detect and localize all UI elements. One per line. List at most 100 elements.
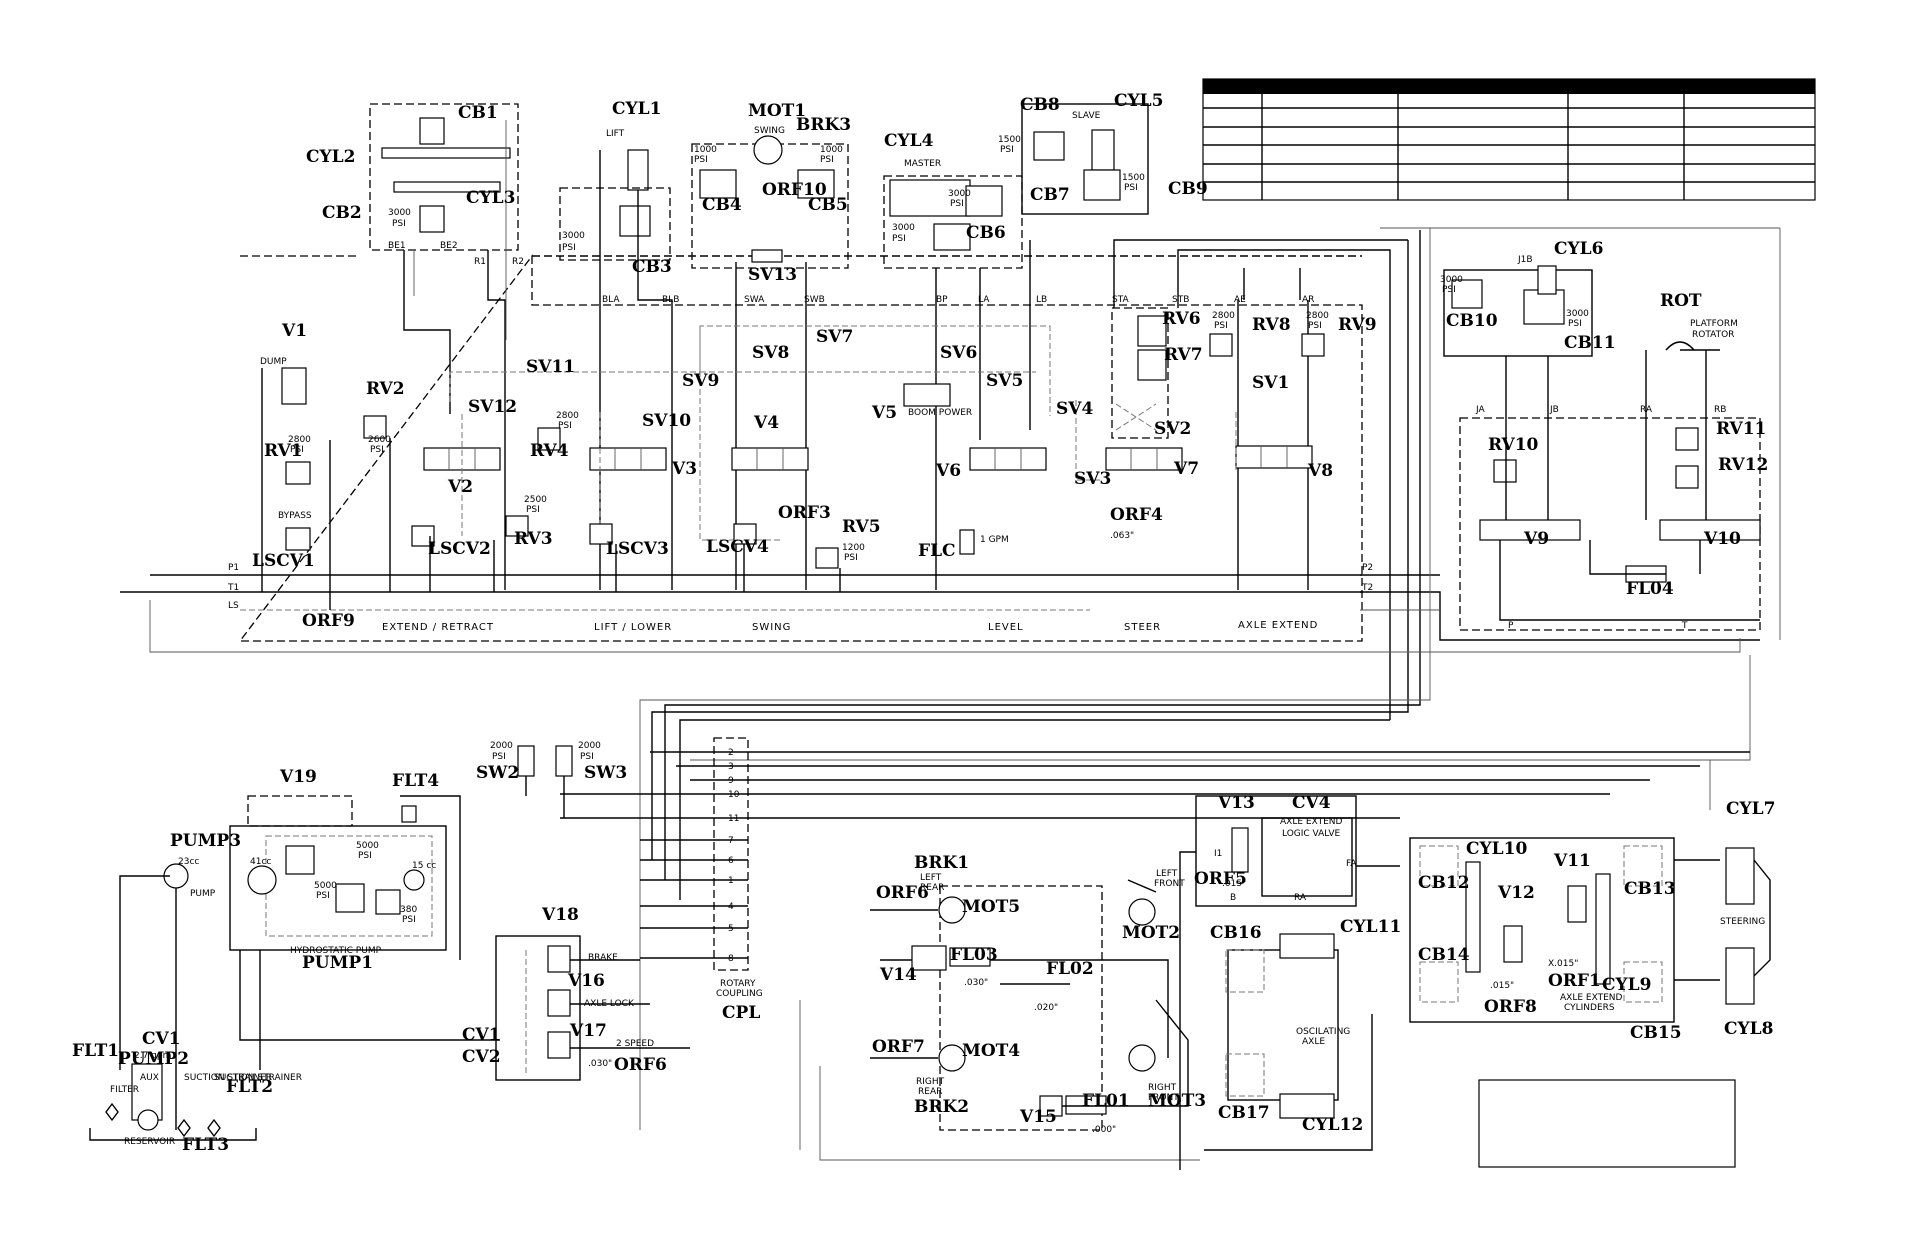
component-label-cv2: CV2 [462, 1047, 501, 1067]
platform-block [1443, 265, 1761, 631]
component-label-cyl6: CYL6 [1554, 239, 1603, 259]
component-label-sw2: SW2 [476, 763, 519, 783]
axle-logic [1179, 795, 1400, 1170]
component-label-sv7: SV7 [816, 327, 853, 347]
inlet-section [261, 367, 975, 610]
component-label-rv9: RV9 [1338, 315, 1377, 335]
component-label-sv10: SV10 [642, 411, 691, 431]
rotary-coupling [560, 737, 1750, 971]
annotation-label: 1500 [1122, 173, 1145, 183]
section-label: SWING [752, 622, 791, 633]
annotation-label: PSI [1442, 285, 1456, 295]
component-label-cb8: CB8 [1020, 95, 1060, 115]
annotation-label: 2 SPEED [616, 1039, 654, 1049]
annotation-label: MASTER [904, 159, 941, 169]
coupling-port-label: 9 [728, 776, 734, 786]
component-label-mot2: MOT2 [1122, 923, 1180, 943]
annotation-label: 2.7 gpm [134, 1051, 171, 1061]
annotation-label: .000" [1092, 1125, 1116, 1135]
annotation-label: 1200 [842, 543, 865, 553]
annotation-label: FRONT [1148, 1093, 1179, 1103]
annotation-label: PSI [526, 505, 540, 515]
component-label-sv8: SV8 [752, 343, 789, 363]
component-label-v12: V12 [1497, 883, 1535, 903]
component-label-cb16: CB16 [1210, 923, 1262, 943]
component-label-cb15: CB15 [1630, 1023, 1682, 1043]
annotation-label: 1 GPM [980, 535, 1009, 545]
annotation-label: 380 [400, 905, 417, 915]
annotation-label: OSCILATING [1296, 1027, 1350, 1037]
component-label-lscv2: LSCV2 [428, 539, 491, 559]
component-label-sv11: SV11 [526, 357, 575, 377]
annotation-label: STEERING [1720, 917, 1765, 927]
annotation-label: LS [228, 601, 239, 611]
component-label-cb10: CB10 [1446, 311, 1498, 331]
component-label-cyl3: CYL3 [466, 188, 515, 208]
component-label-cb4: CB4 [702, 195, 742, 215]
annotation-label: JA [1475, 405, 1485, 415]
annotation-label: FILTER [110, 1085, 139, 1095]
section-label: LIFT / LOWER [594, 622, 672, 633]
coupling-port-label: 2 [728, 748, 734, 758]
annotation-label: BE2 [440, 241, 458, 251]
annotation-label: STB [1172, 295, 1189, 305]
annotation-label: AXLE [1302, 1037, 1325, 1047]
component-label-cb5: CB5 [808, 195, 848, 215]
component-label-rv3: RV3 [514, 529, 553, 549]
component-label-v16: V16 [567, 971, 605, 991]
component-label-lscv4: LSCV4 [706, 537, 769, 557]
annotation-label: I1 [1214, 849, 1222, 859]
component-label-flt2: FLT2 [226, 1077, 273, 1097]
component-label-rv11: RV11 [1716, 419, 1766, 439]
coupling-port-label: 8 [728, 954, 734, 964]
component-label-pump3: PUMP3 [170, 831, 241, 851]
annotation-label: R2 [512, 257, 524, 267]
annotation-label: BYPASS [278, 511, 312, 521]
component-label-cv1: CV1 [142, 1029, 181, 1049]
component-label-v1: V1 [281, 321, 307, 341]
component-label-rv2: RV2 [366, 379, 405, 399]
component-label-v11: V11 [1553, 851, 1591, 871]
component-label-orf1: ORF1 [1548, 971, 1601, 991]
component-label-orf5: ORF5 [1194, 869, 1247, 889]
annotation-label: PSI [1308, 321, 1322, 331]
annotation-label: PSI [290, 445, 304, 455]
pressure-switches [517, 745, 573, 818]
component-label-sv6: SV6 [940, 343, 977, 363]
annotation-label: AXLE LOCK [584, 999, 635, 1009]
drive-control-valves [495, 935, 690, 1081]
component-label-v13: V13 [1217, 793, 1255, 813]
component-label-rv5: RV5 [842, 517, 881, 537]
annotation-label: DUMP [260, 357, 287, 367]
component-label-rot: ROT [1660, 291, 1702, 311]
annotation-label: REAR [918, 1087, 942, 1097]
component-label-flt4: FLT4 [392, 771, 439, 791]
annotation-label: PSI [844, 553, 858, 563]
section-label: EXTEND / RETRACT [382, 622, 494, 633]
annotation-label: PSI [358, 851, 372, 861]
annotation-label: P [1508, 621, 1514, 631]
component-label-brk1: BRK1 [914, 853, 969, 873]
component-label-cyl1: CYL1 [612, 99, 661, 119]
component-label-mot3: MOT3 [1148, 1091, 1206, 1111]
pump-group [89, 795, 500, 1141]
title-block [1478, 1079, 1736, 1168]
component-label-cpl: CPL [722, 1003, 760, 1023]
annotation-label: 3000 [1566, 309, 1589, 319]
coupling-port-label: 3 [728, 762, 734, 772]
annotation-label: PSI [562, 243, 576, 253]
annotation-label: PSI [402, 915, 416, 925]
component-label-v19: V19 [279, 767, 317, 787]
annotation-label: PSI [370, 445, 384, 455]
annotation-label: P1 [228, 563, 239, 573]
annotation-label: REAR [920, 883, 944, 893]
component-label-orf4: ORF4 [1110, 505, 1163, 525]
drive-motors [799, 879, 1200, 1161]
component-label-v4: V4 [753, 413, 779, 433]
section-label: STEER [1124, 622, 1161, 633]
component-label-cb3: CB3 [632, 257, 672, 277]
annotation-label: LIFT [606, 129, 625, 139]
